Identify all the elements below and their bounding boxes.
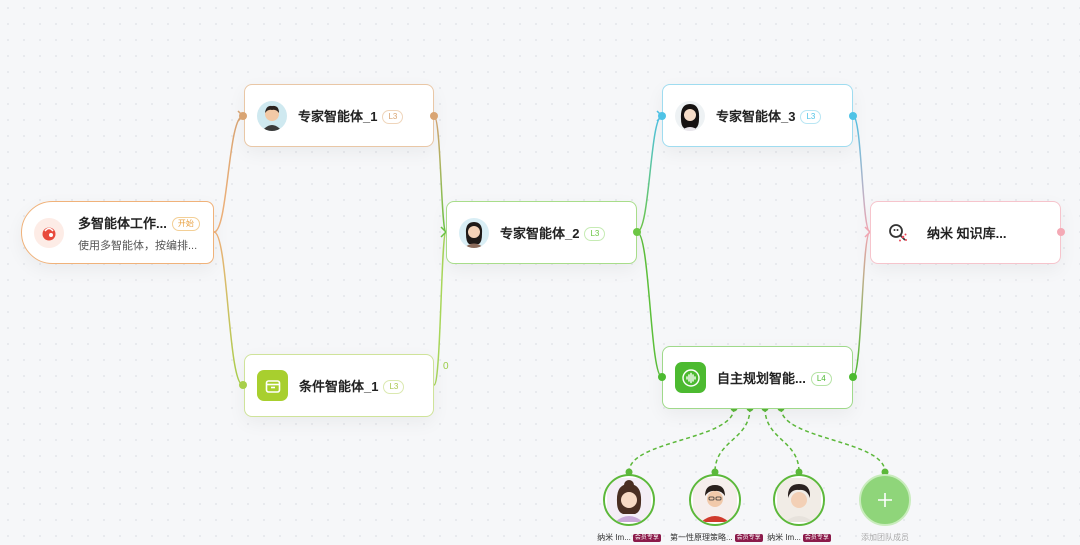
expert-3-input-handle[interactable] — [658, 112, 666, 120]
condition-1-title: 条件智能体_1 — [299, 379, 379, 394]
man-avatar-icon — [689, 474, 741, 526]
knowledge-search-icon — [883, 218, 913, 248]
edge-condition1-expert2 — [433, 231, 447, 386]
edge-start-expert1 — [213, 115, 244, 233]
edge-expert3-knowledge — [852, 115, 871, 233]
knowledge-base-node[interactable]: 纳米 知识库... — [870, 201, 1061, 264]
expert-2-title: 专家智能体_2 — [500, 226, 580, 241]
expert-1-avatar-icon — [257, 100, 287, 131]
start-node-title: 多智能体工作... — [78, 215, 167, 231]
condition-box-icon — [257, 370, 288, 401]
edge-label-condition: 0 — [443, 361, 449, 372]
edge-planner-add — [780, 407, 886, 473]
planner-level-badge: L4 — [810, 372, 832, 386]
team-member-1[interactable]: 纳米 Im...会员专享 — [584, 474, 674, 543]
edge-expert2-planner — [636, 231, 663, 378]
member-1-vip-tag: 会员专享 — [632, 534, 661, 542]
team-member-2[interactable]: 第一性原理策略...会员专享 — [670, 474, 763, 543]
start-badge: 开始 — [171, 216, 200, 231]
girl-avatar-icon — [603, 474, 655, 526]
expert-3-avatar-icon — [675, 100, 705, 131]
edge-planner-member1 — [628, 407, 735, 473]
expert-2-output-handle[interactable] — [633, 228, 641, 236]
expert-3-output-handle[interactable] — [849, 112, 857, 120]
edge-planner-member2 — [714, 407, 751, 473]
edge-planner-knowledge — [852, 231, 871, 378]
autonomous-planner-node[interactable]: 自主规划智能... L4 — [662, 346, 853, 409]
add-team-member-button[interactable]: 添加团队成员 — [840, 474, 930, 543]
expert-3-title: 专家智能体_3 — [716, 109, 796, 124]
member-1-name: 纳米 Im... — [597, 533, 631, 542]
planner-output-handle[interactable] — [849, 373, 857, 381]
expert-1-title: 专家智能体_1 — [298, 109, 378, 124]
condition-1-input-handle[interactable] — [239, 381, 247, 389]
member-2-name: 第一性原理策略... — [670, 533, 733, 542]
workflow-logo-icon — [34, 217, 64, 248]
add-member-label: 添加团队成员 — [861, 533, 909, 542]
condition-1-level-badge: L3 — [383, 380, 405, 394]
plus-icon — [859, 474, 911, 526]
start-node[interactable]: 多智能体工作... 开始 使用多智能体，按编排... — [21, 201, 214, 264]
edge-planner-member3 — [764, 407, 800, 473]
expert-agent-1-node[interactable]: 专家智能体_1 L3 — [244, 84, 434, 147]
voice-wave-icon — [675, 362, 706, 393]
planner-title: 自主规划智能... — [717, 371, 806, 386]
knowledge-output-handle[interactable] — [1057, 228, 1065, 236]
expert-2-level-badge: L3 — [584, 227, 606, 241]
edge-expert1-expert2 — [433, 115, 447, 233]
member-3-vip-tag: 会员专享 — [802, 534, 831, 542]
member-2-vip-tag: 会员专享 — [734, 534, 763, 542]
edge-expert2-expert3 — [636, 115, 663, 233]
condition-agent-1-node[interactable]: 条件智能体_1 L3 — [244, 354, 434, 417]
edge-start-condition1 — [213, 231, 244, 386]
knowledge-title: 纳米 知识库... — [927, 226, 1007, 241]
expert-agent-3-node[interactable]: 专家智能体_3 L3 — [662, 84, 853, 147]
expert-2-avatar-icon — [459, 217, 489, 248]
expert-3-level-badge: L3 — [800, 110, 822, 124]
expert-1-output-handle[interactable] — [430, 112, 438, 120]
expert-agent-2-node[interactable]: 专家智能体_2 L3 — [446, 201, 637, 264]
boy-avatar-icon — [773, 474, 825, 526]
expert-1-level-badge: L3 — [382, 110, 404, 124]
team-member-3[interactable]: 纳米 Im...会员专享 — [754, 474, 844, 543]
planner-input-handle[interactable] — [658, 373, 666, 381]
member-3-name: 纳米 Im... — [767, 533, 801, 542]
expert-1-input-handle[interactable] — [239, 112, 247, 120]
start-node-description: 使用多智能体，按编排... — [78, 239, 198, 252]
